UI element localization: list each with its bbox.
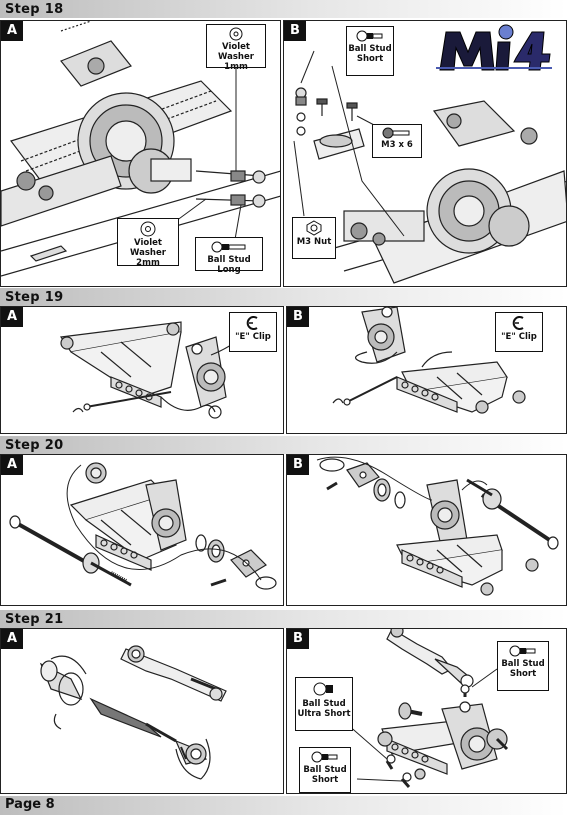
step-21-b-badge: B: [287, 629, 309, 649]
callout-m3-nut: M3 Nut: [292, 217, 336, 259]
panel-step-18-a: A: [0, 20, 281, 287]
step-20-header: [0, 436, 567, 454]
callout-e-clip-a: "E" Clip: [229, 312, 277, 352]
callout-ball-stud-short-21b: Ball Stud Short: [299, 747, 351, 793]
panel-step-21-a: A: [0, 628, 284, 794]
panel-step-19-a: A "E" Clip: [0, 306, 284, 434]
step-18-b-illustration: [293, 50, 566, 284]
callout-violet-washer-2mm: Violet Washer 2mm: [117, 218, 179, 268]
step-21-title: Step 21: [5, 612, 64, 627]
callout-ball-stud-short-21: Ball Stud Short: [497, 641, 549, 691]
mi4-logo: Mi4: [432, 18, 556, 82]
step-18-b-badge: B: [284, 21, 306, 41]
step-20-a-badge: A: [1, 455, 23, 475]
step-20-title: Step 20: [5, 438, 64, 453]
callout-ball-stud-short-18: Ball Stud Short: [346, 26, 394, 76]
step-19-title: Step 19: [5, 290, 64, 305]
panel-step-21-b: B: [286, 628, 567, 794]
logo-text: Mi4: [494, 79, 496, 81]
step-18-a-illustration: [1, 21, 280, 277]
step-20-b-illustration: [316, 456, 559, 596]
step-19-b-illustration: [332, 307, 526, 414]
step-20-b-badge: B: [287, 455, 309, 475]
callout-ball-stud-ultra-short: Ball Stud Ultra Short: [295, 677, 353, 731]
step-21-a-illustration: [39, 645, 227, 780]
step-18-header: [0, 0, 567, 18]
page-footer-band: [0, 796, 567, 815]
callout-m3x6: M3 x 6: [372, 124, 422, 158]
callout-e-clip-b: "E" Clip: [495, 312, 543, 352]
step-19-b-badge: B: [287, 307, 309, 327]
panel-step-20-a: A: [0, 454, 284, 606]
step-19-a-illustration: [59, 321, 242, 419]
page-number: Page 8: [5, 797, 55, 812]
step-20-a-illustration: [9, 462, 277, 590]
callout-violet-washer-1mm: Violet Washer 1mm: [206, 24, 266, 72]
step-21-b-illustration: [346, 629, 509, 788]
callout-ball-stud-long: Ball Stud Long: [195, 237, 263, 275]
panel-step-19-b: B "E" Clip: [286, 306, 567, 434]
step-18-title: Step 18: [5, 2, 64, 17]
step-18-a-badge: A: [1, 21, 23, 41]
panel-step-20-b: B: [286, 454, 567, 606]
step-21-header: [0, 610, 567, 628]
step-19-a-badge: A: [1, 307, 23, 327]
step-21-a-badge: A: [1, 629, 23, 649]
step-19-header: [0, 288, 567, 306]
